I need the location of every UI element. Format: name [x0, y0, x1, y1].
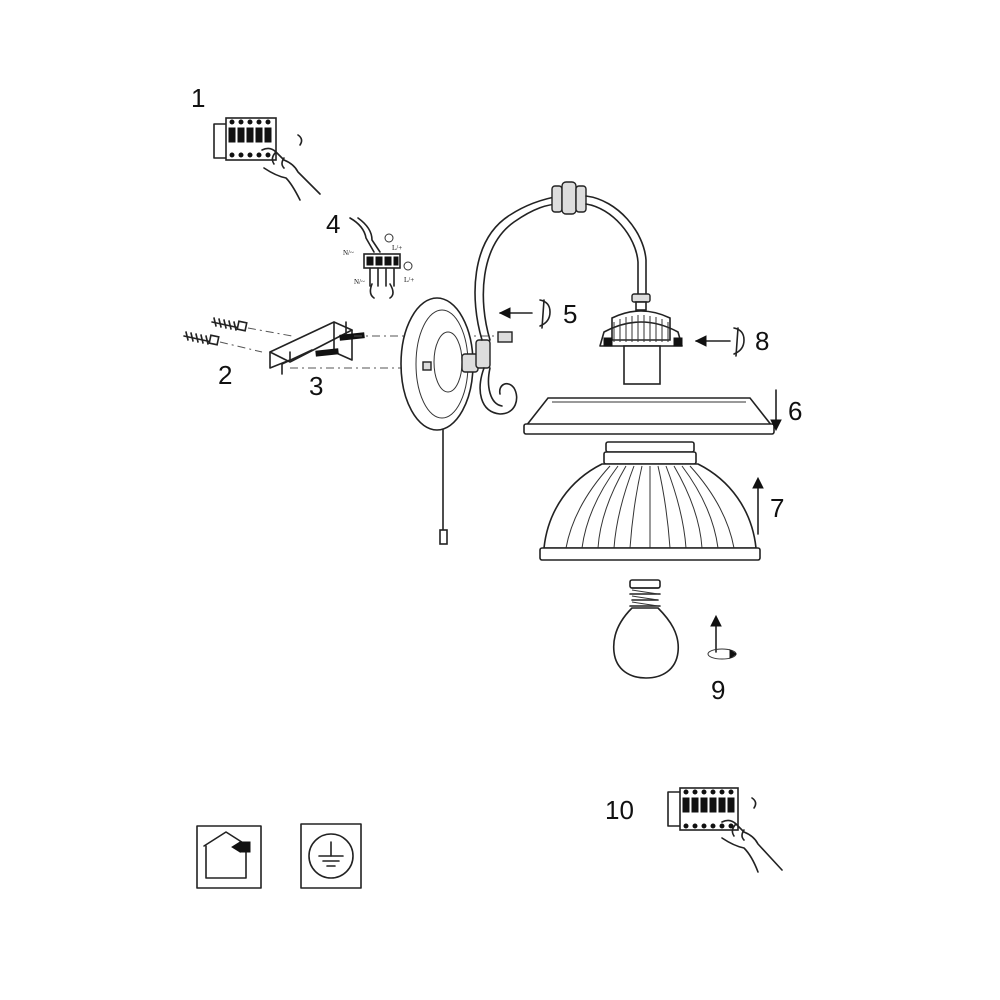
- holder-screw-right: [673, 337, 683, 347]
- step-6-shade-ring: 6: [523, 389, 802, 435]
- step-10-label: 10: [605, 795, 634, 825]
- wall-plate: [400, 297, 474, 545]
- bulb-thread: [629, 587, 661, 607]
- bulb-glass: [612, 607, 680, 679]
- wall-plug-lower: [183, 331, 220, 346]
- step-4-wire-connector: 4 N/~ L/+ N/~ L/+: [326, 209, 414, 299]
- step-3-label: 3: [309, 371, 323, 401]
- holder-screw-left: [603, 337, 613, 347]
- step-1-terminal-block: 1: [191, 83, 321, 201]
- mounting-screw-lower: [315, 348, 339, 357]
- arm-nut: [497, 331, 513, 343]
- pull-cord-handle: [439, 529, 448, 545]
- step-7-label: 7: [770, 493, 784, 523]
- plate-screw: [422, 361, 432, 371]
- step-8-label: 8: [755, 326, 769, 356]
- earth-symbol-small-icon: [403, 261, 413, 271]
- protective-earth-symbol: [300, 823, 362, 889]
- hand-icon: [261, 134, 321, 201]
- step-8-fix-holder: 8: [694, 326, 769, 357]
- step-5-label: 5: [563, 299, 577, 329]
- terminal-screws: [228, 119, 272, 158]
- wall-plug-upper: [211, 317, 248, 332]
- step-10-terminal-block: 10: [605, 787, 783, 873]
- shade-ribs: [565, 465, 735, 549]
- arm-collar: [551, 185, 563, 213]
- earth-ground-icon: [318, 841, 344, 867]
- lamp-arm: [461, 181, 647, 415]
- step-1-label: 1: [191, 83, 205, 113]
- indoor-use-symbol: [196, 825, 262, 889]
- step-2-label: 2: [218, 360, 232, 390]
- neutral-label-bottom: N/~: [354, 278, 365, 286]
- step-9-bulb: 9: [612, 579, 737, 705]
- bulb-socket: [623, 345, 661, 385]
- live-label-top: L/+: [392, 244, 402, 252]
- lamp-holder: [599, 293, 683, 385]
- step-4-label: 4: [326, 209, 340, 239]
- step-9-label: 9: [711, 675, 725, 705]
- house-indoor-icon: [239, 841, 251, 853]
- live-label-bottom: L/+: [404, 276, 414, 284]
- step-6-label: 6: [788, 396, 802, 426]
- step-7-glass-shade: 7: [539, 441, 784, 561]
- earth-symbol-small-icon: [384, 233, 394, 243]
- neutral-label-top: N/~: [343, 249, 354, 257]
- step-5-tighten-arm: 5: [498, 299, 577, 329]
- step-2-wall-plugs: 2: [183, 317, 293, 390]
- hand-icon: [721, 797, 783, 873]
